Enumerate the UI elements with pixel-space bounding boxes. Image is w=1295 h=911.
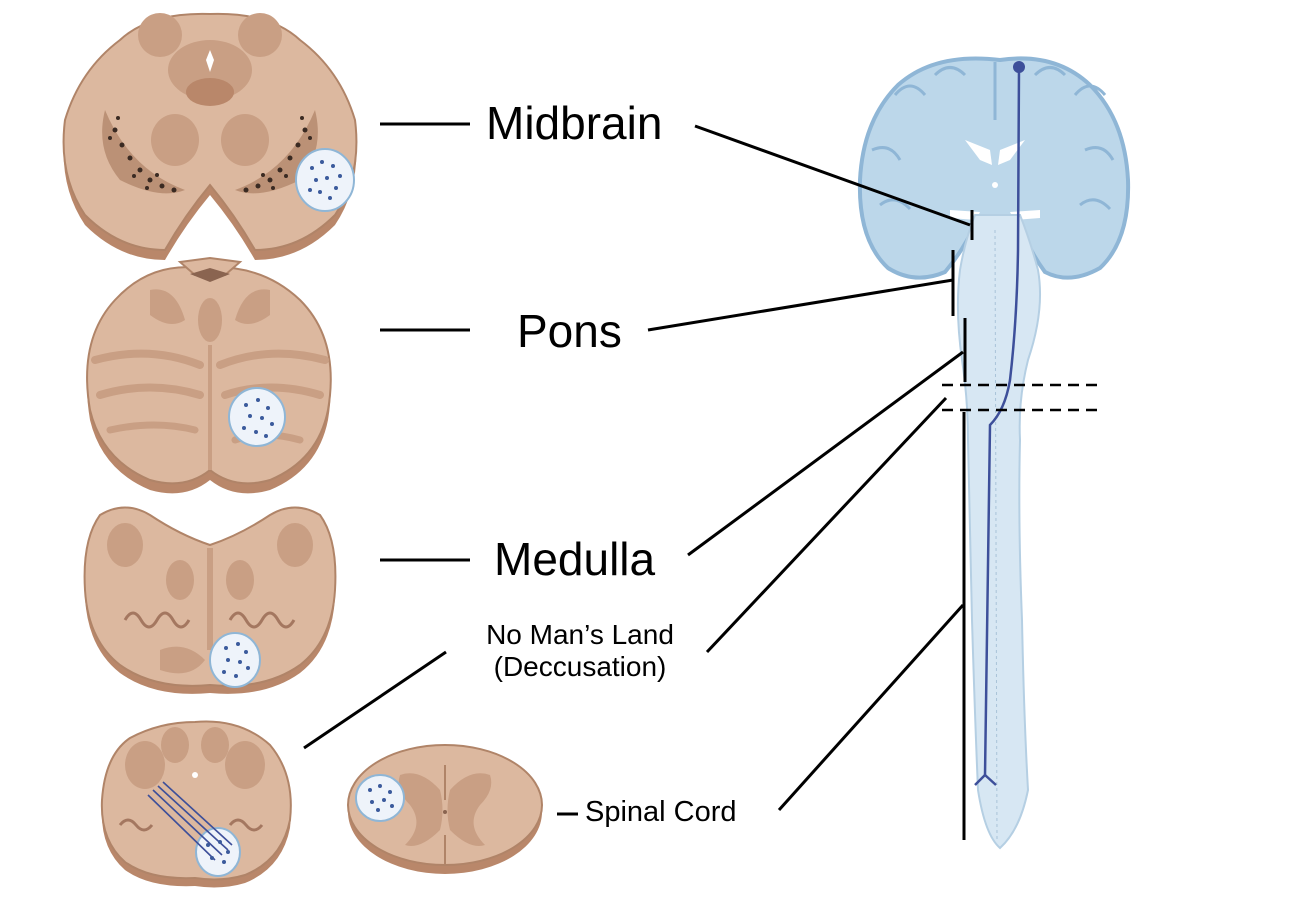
medulla-cross-section [83,506,337,694]
pons-label: Pons [517,305,622,357]
spinal-cord-cross-section [347,744,543,874]
no-mans-land-text: No Man’s Land [486,619,674,650]
midbrain-cross-section [62,12,358,260]
pons-cross-section [86,256,332,494]
leader-lines [303,122,971,816]
spinal-cord-label: Spinal Cord [585,796,737,828]
midbrain-tract-oval [295,148,355,212]
pons-tract-oval [228,387,286,447]
decussation-cross-section [100,720,292,888]
midbrain-label: Midbrain [486,97,663,149]
medulla-label: Medulla [494,533,656,585]
level-brackets [951,210,974,840]
decussation-tract-oval [147,781,241,877]
brainstem-spinal-column [956,214,1042,850]
medulla-tract-oval [209,632,261,688]
spinal-cord-tract-oval [355,774,405,822]
decussation-boundaries [942,383,1098,412]
decussation-label: No Man’s Land (Deccusation) [462,619,698,683]
descending-pathway [974,61,1025,786]
deccusation-text: (Deccusation) [493,651,667,683]
